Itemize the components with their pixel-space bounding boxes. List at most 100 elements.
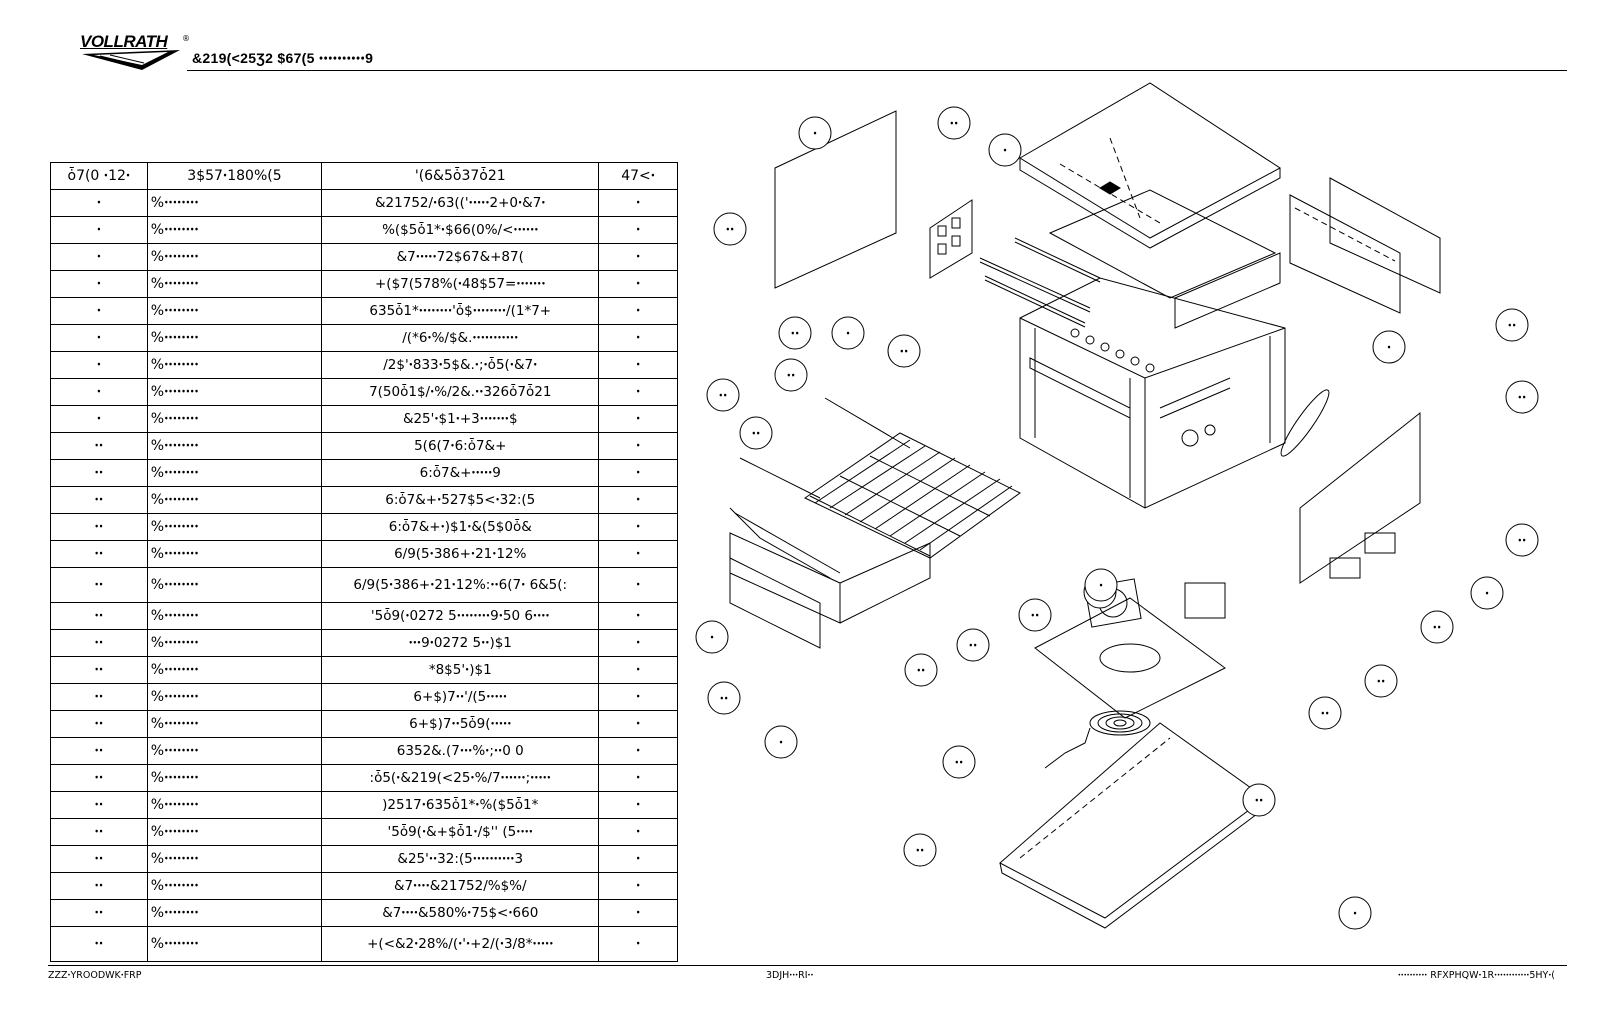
part-number-cell: %ꞏꞏꞏꞏꞏꞏꞏꞏ — [146, 270, 323, 298]
item-number-cell: ꞏ — [50, 243, 148, 271]
item-number-cell: ꞏ — [50, 405, 148, 433]
callout-label: ꞏꞏ — [1518, 390, 1527, 406]
item-number-cell: ꞏꞏ — [50, 710, 148, 738]
col-header-qty: 47<ꞏ — [598, 162, 678, 190]
part-number-cell: %ꞏꞏꞏꞏꞏꞏꞏꞏ — [146, 189, 323, 217]
item-number-cell: ꞏ — [50, 189, 148, 217]
callout-label: ꞏꞏ — [726, 222, 735, 238]
description-cell: '5ȱ9(ꞏ0272 5ꞏꞏꞏꞏꞏꞏꞏꞏ9ꞏ50 6ꞏꞏꞏꞏ — [321, 602, 600, 630]
callout-label: ꞏꞏ — [916, 843, 925, 859]
item-number-cell: ꞏꞏ — [50, 486, 148, 514]
callout-label: ꞏꞏ — [900, 344, 909, 360]
part-number-cell: %ꞏꞏꞏꞏꞏꞏꞏꞏ — [146, 378, 323, 406]
table-header-row: ȱ7(0 ꞏ12ꞏ 3$57ꞏ180%(5 '(6&5ȱ37ȱ21 47<ꞏ — [50, 162, 678, 190]
item-number-cell: ꞏꞏ — [50, 737, 148, 765]
item-number-cell: ꞏ — [50, 351, 148, 379]
callout-bubble — [831, 316, 865, 350]
col-header-description: '(6&5ȱ37ȱ21 — [321, 162, 600, 190]
description-cell: 6+$)7ꞏꞏ5ȱ9(ꞏꞏꞏꞏꞏ — [321, 710, 600, 738]
quantity-cell: ꞏ — [598, 270, 678, 298]
description-cell: /2$'ꞏ833ꞏ5$&.ꞏ;ꞏȱ5(ꞏ&7ꞏ — [321, 351, 600, 379]
table-row: ꞏꞏ%ꞏꞏꞏꞏꞏꞏꞏꞏ:ȱ5(ꞏ&219(<25ꞏ%/7ꞏꞏꞏꞏꞏꞏ;ꞏꞏꞏꞏꞏ… — [50, 764, 678, 792]
callout-bubble — [942, 745, 976, 779]
item-number-cell: ꞏꞏ — [50, 459, 148, 487]
item-number-cell: ꞏꞏ — [50, 926, 148, 962]
callout-bubble — [695, 620, 729, 654]
callout-label: ꞏꞏ — [752, 426, 761, 442]
item-number-cell: ꞏꞏ — [50, 513, 148, 541]
quantity-cell: ꞏ — [598, 459, 678, 487]
item-number-cell: ꞏꞏ — [50, 899, 148, 927]
quantity-cell: ꞏ — [598, 432, 678, 460]
footer-page-number: 3DJHꞏꞏꞏRIꞏꞏ — [766, 970, 814, 981]
description-cell: &21752/ꞏ63(('ꞏꞏꞏꞏꞏ2+0ꞏ&7ꞏ — [321, 189, 600, 217]
quantity-cell: ꞏ — [598, 324, 678, 352]
callout-bubble — [774, 358, 808, 392]
bottom-tray-drawing — [999, 722, 1266, 929]
callout-bubble — [1338, 896, 1372, 930]
item-number-cell: ꞏꞏ — [50, 683, 148, 711]
item-number-cell: ꞏꞏ — [50, 629, 148, 657]
callout-bubble — [1505, 380, 1539, 414]
col-header-part-number: 3$57ꞏ180%(5 — [146, 162, 323, 190]
label-drawing — [1329, 557, 1361, 579]
quantity-cell: ꞏ — [598, 513, 678, 541]
callout-label: ꞏ — [1003, 143, 1007, 159]
callout-bubble — [887, 334, 921, 368]
description-cell: &7ꞏꞏꞏꞏ&580%ꞏ75$<ꞏ660 — [321, 899, 600, 927]
quantity-cell: ꞏ — [598, 710, 678, 738]
item-number-cell: ꞏꞏ — [50, 818, 148, 846]
callout-bubble — [1308, 696, 1342, 730]
callout-label: ꞏꞏ — [1433, 620, 1442, 636]
item-number-cell: ꞏꞏ — [50, 791, 148, 819]
quantity-cell: ꞏ — [598, 351, 678, 379]
description-cell: ꞏꞏꞏ9ꞏ0272 5ꞏꞏ)$1 — [321, 629, 600, 657]
callout-label: ꞏꞏ — [791, 326, 800, 342]
description-cell: :ȱ5(ꞏ&219(<25ꞏ%/7ꞏꞏꞏꞏꞏꞏ;ꞏꞏꞏꞏꞏ — [321, 764, 600, 792]
callout-bubble — [903, 833, 937, 867]
part-number-cell: %ꞏꞏꞏꞏꞏꞏꞏꞏ — [146, 629, 323, 657]
part-number-cell: %ꞏꞏꞏꞏꞏꞏꞏꞏ — [146, 432, 323, 460]
part-number-cell: %ꞏꞏꞏꞏꞏꞏꞏꞏ — [146, 486, 323, 514]
description-cell: %($5ȱ1*ꞏ$66(0%/<ꞏꞏꞏꞏꞏꞏ — [321, 216, 600, 244]
description-cell: /(*6ꞏ%/$&.ꞏꞏꞏꞏꞏꞏꞏꞏꞏꞏꞏ — [321, 324, 600, 352]
part-number-cell: %ꞏꞏꞏꞏꞏꞏꞏꞏ — [146, 405, 323, 433]
callout-label: ꞏꞏ — [720, 691, 729, 707]
quantity-cell: ꞏ — [598, 764, 678, 792]
callout-label: ꞏꞏ — [787, 368, 796, 384]
description-cell: 6:ȱ7&+ꞏ527$5<ꞏ32:(5 — [321, 486, 600, 514]
callout-bubble — [1495, 308, 1529, 342]
callout-bubble — [778, 316, 812, 350]
shaft-drawing — [739, 457, 821, 499]
quantity-cell: ꞏ — [598, 602, 678, 630]
description-cell: &25'ꞏ$1ꞏ+3ꞏꞏꞏꞏꞏꞏꞏ$ — [321, 405, 600, 433]
callout-label: ꞏꞏ — [969, 638, 978, 654]
callout-label: ꞏ — [1387, 340, 1391, 356]
callout-bubble — [1505, 523, 1539, 557]
description-cell: 5(6(7ꞏ6:ȱ7&+ — [321, 432, 600, 460]
part-number-cell: %ꞏꞏꞏꞏꞏꞏꞏꞏ — [146, 540, 323, 568]
description-cell: &7ꞏꞏꞏꞏ&21752/%$%/ — [321, 872, 600, 900]
drive-motor-drawing — [1184, 582, 1226, 619]
description-cell: +($7(578%(ꞏ48$57=ꞏꞏꞏꞏꞏꞏꞏ — [321, 270, 600, 298]
vollrath-logo: VOLLRATH ® — [80, 32, 190, 72]
table-row: ꞏ%ꞏꞏꞏꞏꞏꞏꞏꞏ&7ꞏꞏꞏꞏꞏ72$67&+87(ꞏ — [50, 243, 678, 271]
description-cell: &7ꞏꞏꞏꞏꞏ72$67&+87( — [321, 243, 600, 271]
fan-plate-drawing — [1034, 578, 1226, 719]
callout-bubble — [1084, 568, 1118, 602]
parts-table: ȱ7(0 ꞏ12ꞏ 3$57ꞏ180%(5 '(6&5ȱ37ȱ21 47<ꞏ ꞏ… — [50, 162, 678, 962]
callout-bubble — [707, 681, 741, 715]
part-number-cell: %ꞏꞏꞏꞏꞏꞏꞏꞏ — [146, 872, 323, 900]
